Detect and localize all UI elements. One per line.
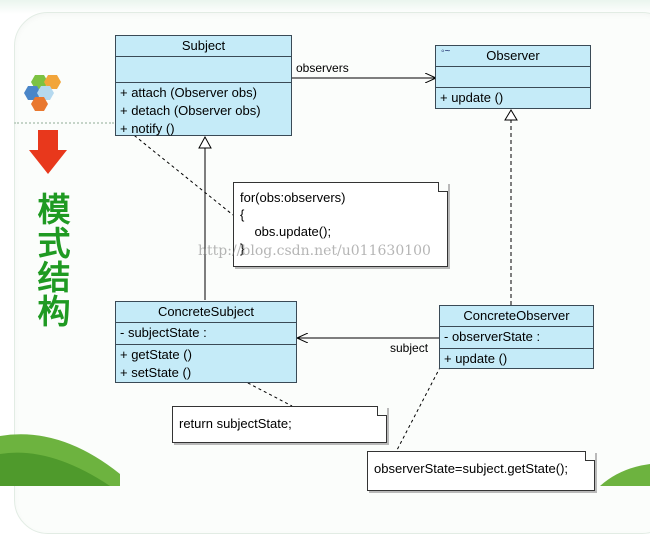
section-title: 模式结构: [32, 192, 71, 328]
class-observer[interactable]: ◦~ Observer + update (): [435, 45, 591, 109]
subject-label: subject: [390, 341, 429, 355]
interface-icon: ◦~: [441, 46, 451, 57]
note-notify-line-1: for(obs:observers): [240, 190, 346, 205]
down-arrow-icon: [29, 130, 67, 174]
class-subject-operations: + attach (Observer obs) + detach (Observ…: [116, 83, 291, 139]
class-subject[interactable]: Subject + attach (Observer obs) + detach…: [115, 35, 292, 136]
grass-decoration: [0, 434, 120, 486]
class-observer-operations: + update (): [436, 88, 590, 108]
class-observer-attributes: [436, 67, 590, 88]
class-concrete-observer-name: ConcreteObserver: [440, 306, 593, 327]
note-fold-corner: [438, 182, 448, 192]
class-concrete-observer[interactable]: ConcreteObserver - observerState : + upd…: [439, 305, 594, 369]
note-notify-line-3: obs.update();: [240, 224, 332, 239]
note-get-state-line-1: return subjectState;: [179, 416, 292, 431]
class-concrete-subject-attributes: - subjectState :: [116, 323, 296, 345]
note-notify: for(obs:observers) { obs.update(); }: [233, 182, 448, 267]
subject-op-attach: + attach (Observer obs): [120, 85, 257, 100]
note-notify-line-2: {: [240, 207, 245, 222]
watermark: http://blog.csdn.net/u011630100: [198, 243, 431, 259]
class-concrete-observer-operations: + update (): [440, 349, 593, 369]
class-concrete-observer-attributes: - observerState :: [440, 327, 593, 349]
concrete-observer-op-update: + update (): [444, 351, 508, 366]
note-notify-line-4: }: [240, 241, 245, 256]
hexagon-logo-icon: [24, 75, 61, 111]
slide-top-band: [0, 0, 650, 14]
note-update: observerState=subject.getState();: [367, 451, 595, 491]
concrete-observer-attr-state: - observerState :: [444, 329, 541, 344]
class-concrete-subject-name: ConcreteSubject: [116, 302, 296, 323]
class-concrete-subject[interactable]: ConcreteSubject - subjectState : + getSt…: [115, 301, 297, 383]
slide-separator: [14, 122, 114, 124]
concrete-subject-op-getstate: + getState (): [120, 347, 192, 362]
note-fold-corner: [377, 406, 387, 416]
observers-label: observers: [296, 61, 349, 75]
class-observer-name: ◦~ Observer: [436, 46, 590, 67]
class-subject-name: Subject: [116, 36, 291, 57]
concrete-subject-attr-state: - subjectState :: [120, 325, 207, 340]
subject-op-detach: + detach (Observer obs): [120, 103, 261, 118]
note-update-line-1: observerState=subject.getState();: [374, 461, 569, 476]
note-get-state: return subjectState;: [172, 406, 387, 443]
class-observer-title: Observer: [486, 48, 540, 63]
class-concrete-subject-operations: + getState () + setState (): [116, 345, 296, 383]
subject-op-notify: + notify (): [120, 121, 175, 136]
class-subject-attributes: [116, 57, 291, 83]
concrete-subject-op-setstate: + setState (): [120, 365, 192, 380]
note-fold-corner: [585, 451, 595, 461]
grass-decoration-right: [600, 464, 650, 486]
observer-op-update: + update (): [440, 90, 504, 105]
